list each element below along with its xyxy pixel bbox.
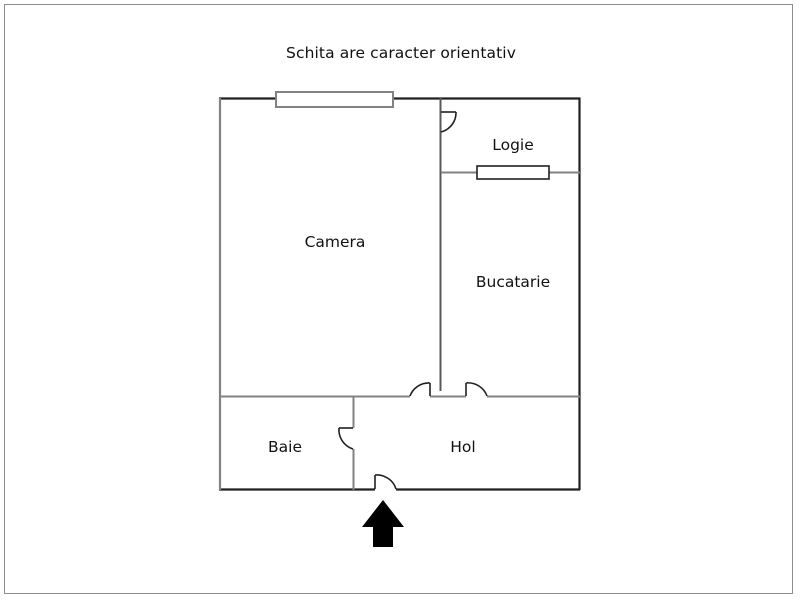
room-label-logie: Logie xyxy=(492,136,534,154)
image-border-frame xyxy=(4,4,793,594)
door-entry xyxy=(374,474,397,490)
window-logie-bottom xyxy=(476,165,550,180)
interior-walls xyxy=(220,98,580,490)
room-label-camera: Camera xyxy=(304,233,366,251)
room-label-hol: Hol xyxy=(450,438,476,456)
page-title: Schita are caracter orientativ xyxy=(286,44,516,62)
entrance-arrow xyxy=(362,500,404,547)
room-label-bucatarie: Bucatarie xyxy=(475,273,551,291)
door-camera xyxy=(409,382,431,397)
exterior-walls xyxy=(218,97,581,491)
door-logie xyxy=(440,111,457,133)
window-camera-top xyxy=(275,91,394,108)
room-label-baie: Baie xyxy=(268,438,302,456)
door-baie xyxy=(338,427,354,450)
door-bucatarie xyxy=(465,382,488,397)
